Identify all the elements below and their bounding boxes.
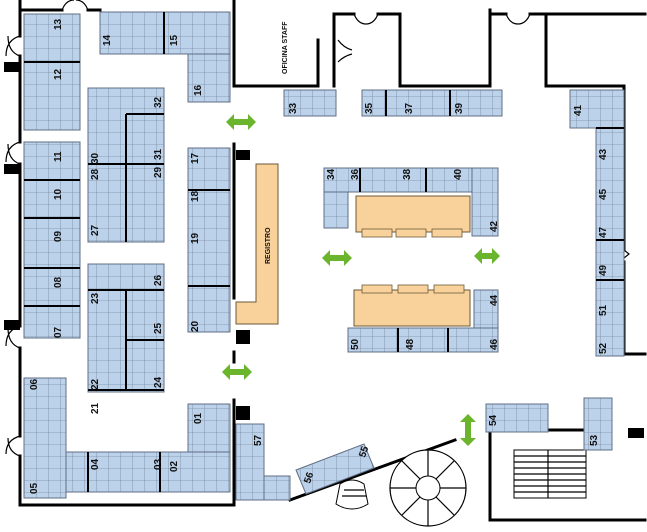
booth-label: 01 <box>193 412 204 424</box>
booth-label: 17 <box>190 152 201 164</box>
arrow-left-right-icon <box>474 248 500 264</box>
booth-label: 57 <box>253 434 264 446</box>
counter-top <box>355 195 471 233</box>
booth-label: 19 <box>190 232 201 244</box>
booth-label: 10 <box>53 188 64 200</box>
booth-label: 40 <box>453 168 464 180</box>
booth-label: 31 <box>153 148 164 160</box>
counter-bottom <box>353 289 471 327</box>
booth-label: 05 <box>29 482 40 494</box>
booth-label: 27 <box>90 224 101 236</box>
arrow-left-right-icon <box>222 364 252 380</box>
booth-label: 37 <box>404 102 415 114</box>
booth-label: 04 <box>90 458 101 470</box>
booth-label: 56 <box>302 471 316 485</box>
booth-label: 53 <box>589 434 600 446</box>
booth-label: 16 <box>193 84 204 96</box>
booth-label: 15 <box>169 34 180 46</box>
booth-label: 46 <box>489 338 500 350</box>
booth-label: 54 <box>488 414 499 426</box>
booth-label: 55 <box>357 445 371 459</box>
booth-label: 29 <box>153 166 164 178</box>
booth-label: 39 <box>454 102 465 114</box>
booth-label: 06 <box>29 378 40 390</box>
booth-label: 14 <box>102 34 113 46</box>
booth-label: 44 <box>489 294 500 306</box>
area-labels: REGISTRO OFICINA STAFF <box>265 21 289 264</box>
booth-label: 41 <box>573 104 584 116</box>
booth-label: 12 <box>53 68 64 80</box>
arrow-left-right-icon <box>322 250 352 266</box>
booth-label: 42 <box>489 220 500 232</box>
stairs <box>335 449 587 527</box>
booth-label: 36 <box>350 168 361 180</box>
booth-label: 32 <box>153 96 164 108</box>
booth-label: 25 <box>153 322 164 334</box>
booth-label: 03 <box>153 458 164 470</box>
booth-label: 11 <box>53 151 64 162</box>
booth-label: 43 <box>598 148 609 160</box>
booth-label: 18 <box>190 190 201 202</box>
booth-label: 13 <box>53 18 64 30</box>
booth-label: 08 <box>53 276 64 288</box>
booth-label: 35 <box>364 102 375 114</box>
booth-label: 45 <box>598 188 609 200</box>
booth-label: 34 <box>326 168 337 180</box>
booth-label: 28 <box>90 168 101 180</box>
booth-label: 09 <box>53 230 64 242</box>
booth-label: 50 <box>350 338 361 350</box>
booth-dividers <box>24 12 624 492</box>
direction-arrows <box>222 114 500 446</box>
booth-label: 21 <box>90 402 101 414</box>
arrow-up-down-icon <box>460 414 476 446</box>
booth-label: 49 <box>598 264 609 276</box>
booth-label: 22 <box>90 378 101 390</box>
booth-label: 33 <box>288 102 299 114</box>
booth-label: 26 <box>153 274 164 286</box>
booth-label: 24 <box>153 376 164 388</box>
label-oficina-staff: OFICINA STAFF <box>282 21 289 74</box>
label-registro: REGISTRO <box>265 227 272 264</box>
booth-label: 20 <box>190 320 201 332</box>
booth-label: 48 <box>405 338 416 350</box>
booth-label: 52 <box>598 342 609 354</box>
arrow-left-right-icon <box>226 114 256 130</box>
booth-label: 07 <box>53 326 64 338</box>
doors <box>5 0 630 457</box>
booth-label: 23 <box>90 292 101 304</box>
booth-label: 30 <box>90 152 101 164</box>
booth-label: 02 <box>169 460 180 472</box>
booth-label: 38 <box>402 168 413 180</box>
counters <box>235 163 471 327</box>
booth-label: 51 <box>598 304 609 316</box>
booth-label: 47 <box>598 226 609 238</box>
booth-numbers: 01 02 03 04 05 06 07 08 09 10 11 12 13 1… <box>29 18 609 494</box>
